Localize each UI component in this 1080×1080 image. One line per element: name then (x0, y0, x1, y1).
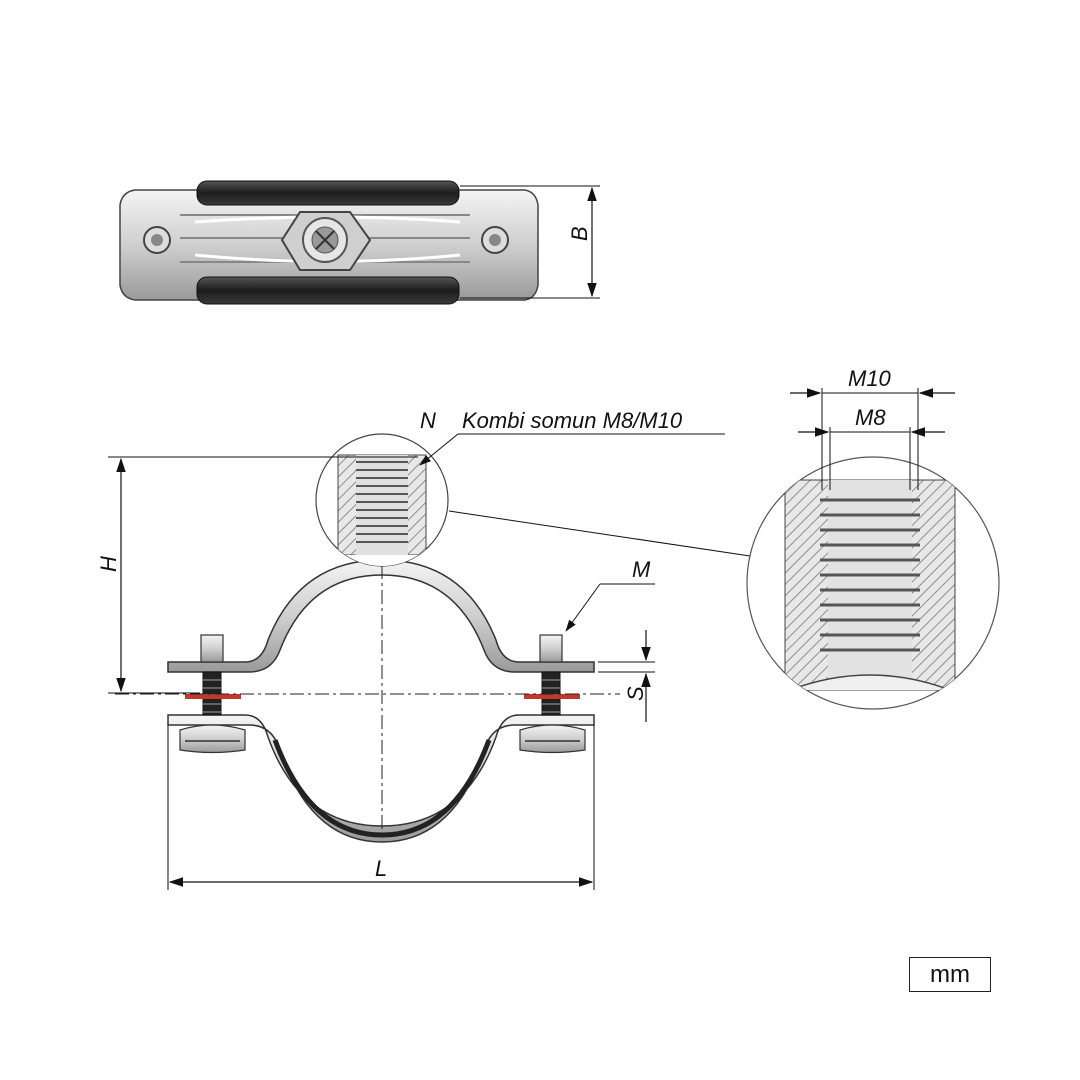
dimension-m10-m8 (790, 388, 955, 490)
nut-right-top (539, 634, 563, 663)
label-n: N (420, 408, 436, 433)
unit-box: mm (909, 957, 991, 992)
washer-right (524, 694, 580, 699)
label-m8: M8 (855, 405, 886, 430)
front-view (115, 540, 620, 843)
top-view (119, 180, 539, 305)
dimension-h (108, 456, 418, 694)
label-l: L (375, 856, 387, 881)
screw-head-right (519, 724, 586, 754)
washer-left (185, 694, 241, 699)
label-s: S (623, 686, 648, 701)
dimension-b: B (460, 185, 600, 299)
label-b: B (567, 226, 592, 241)
detail-circle-large (746, 456, 1000, 710)
label-m10: M10 (848, 366, 892, 391)
label-h: H (96, 556, 121, 572)
nut-left-top (200, 634, 224, 663)
dimension-s (598, 630, 655, 722)
dimension-l (167, 725, 595, 890)
label-m: M (632, 557, 651, 582)
callout-kombi-somun: Kombi somun M8/M10 (462, 408, 683, 433)
screw-head-left (179, 724, 246, 754)
leader-lines (419, 433, 751, 632)
detail-circle-small (315, 433, 449, 567)
